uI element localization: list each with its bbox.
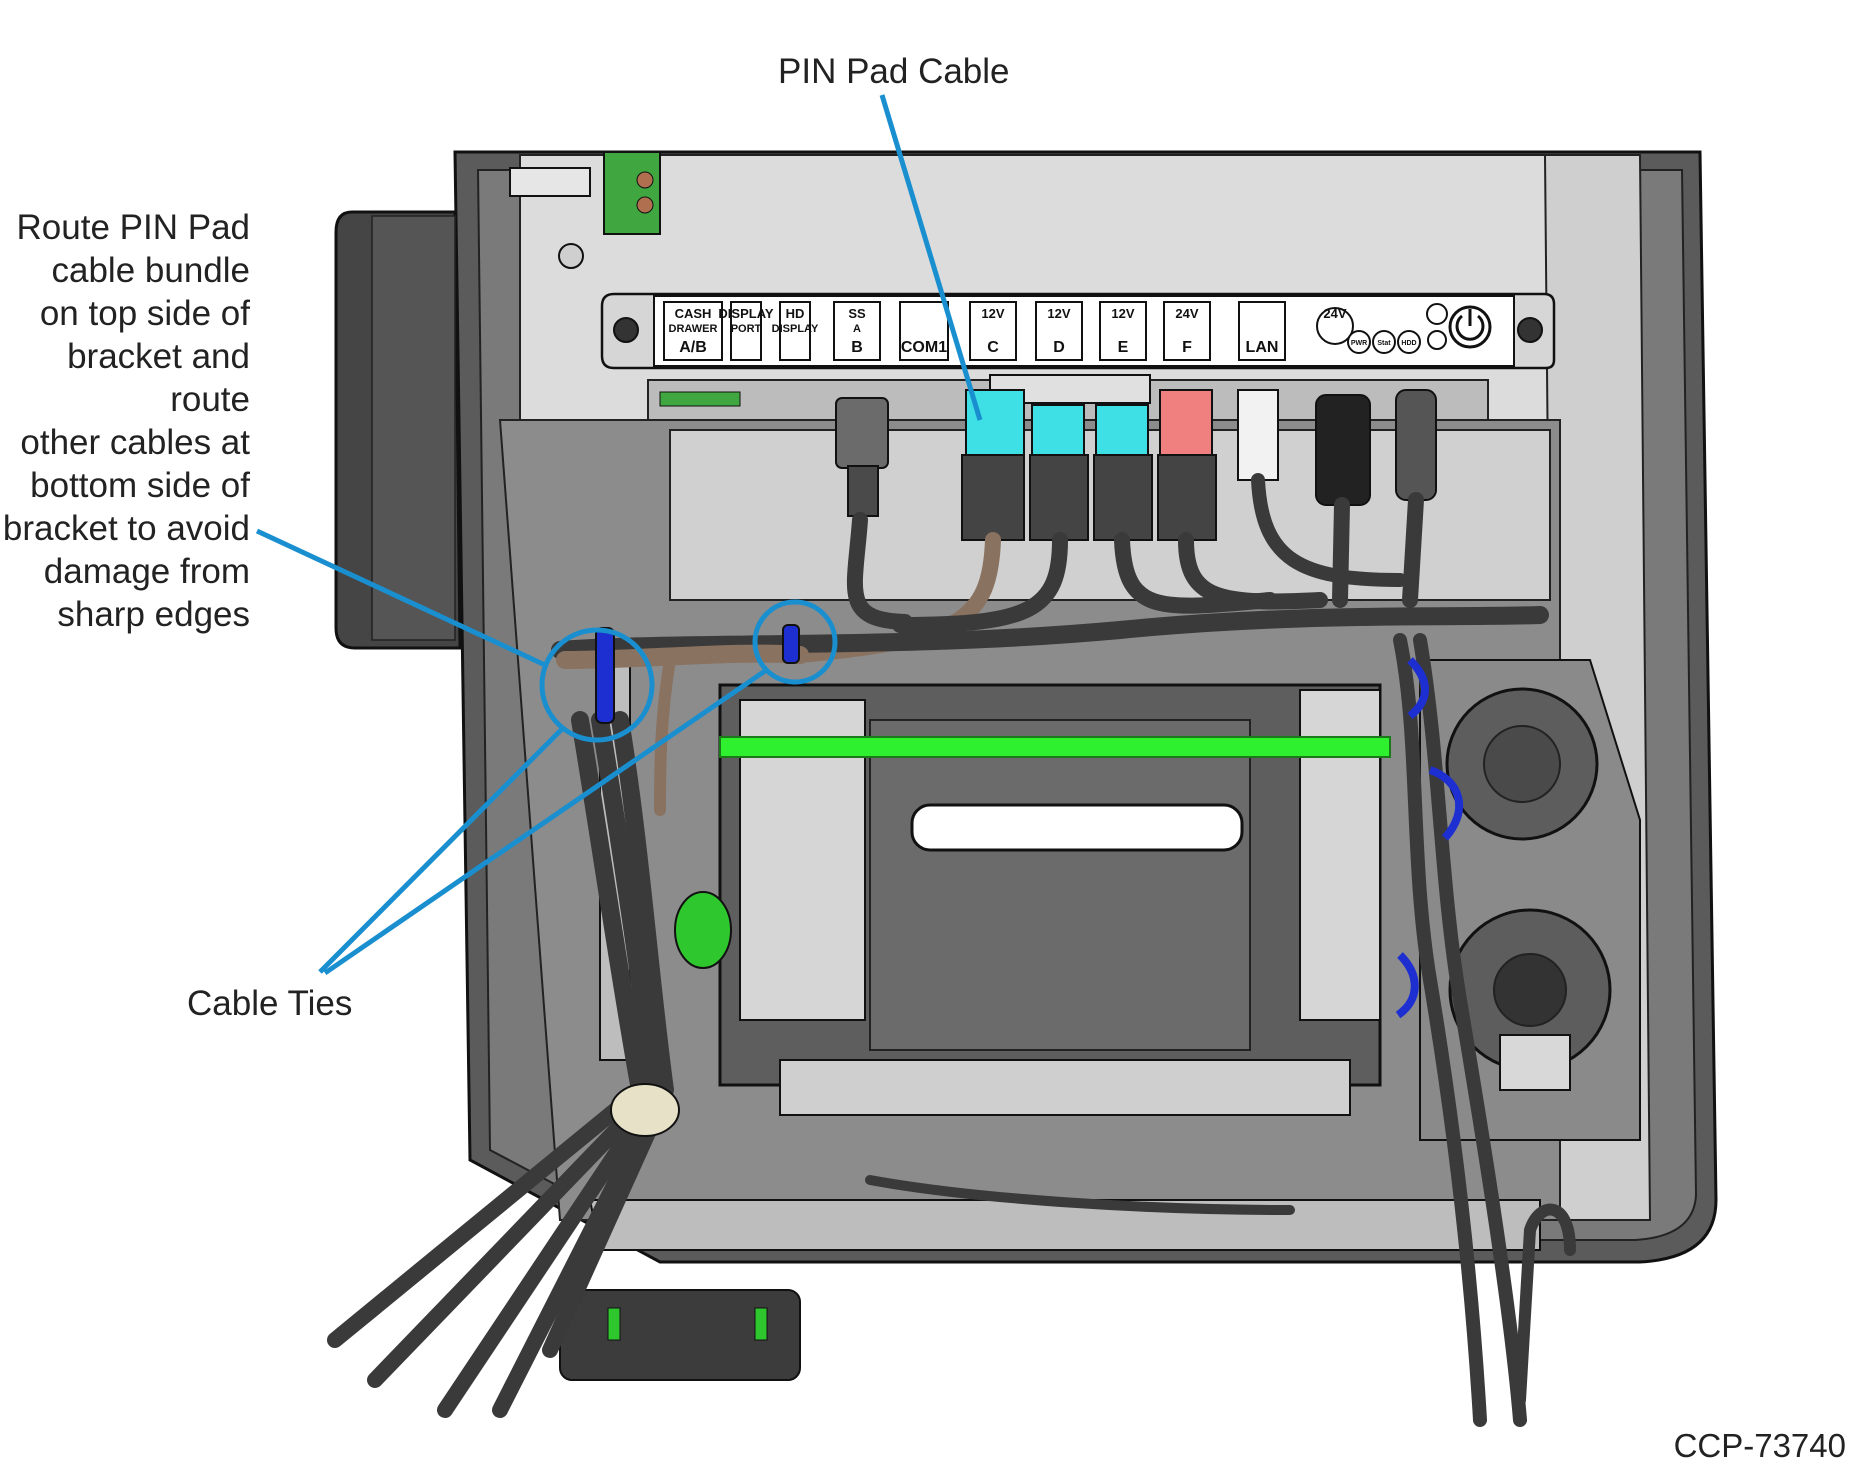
usb-d-connector [1093, 404, 1153, 541]
port-text-bottom: F [1182, 339, 1192, 356]
port-text-mid: DISPLAY [772, 323, 819, 335]
ties-leader-line-2 [323, 668, 767, 976]
port-label-9: LAN [1238, 301, 1286, 361]
ties-leader-line-1 [318, 726, 565, 974]
green-rod [719, 736, 1391, 758]
indicator-label: Stat [1377, 340, 1391, 347]
pin-pad-leader-line [879, 94, 983, 421]
port-text-bottom: A/B [679, 339, 707, 356]
indicator-label: PWR [1351, 340, 1367, 347]
route-instruction-label: Route PIN Pad cable bundle on top side o… [2, 208, 250, 634]
usb-c-connector [1029, 404, 1089, 541]
route-leader-line [255, 528, 547, 668]
port-label-6: 12V D [1035, 301, 1083, 361]
indicator-light [1347, 330, 1371, 354]
port-label-5: 12V C [969, 301, 1017, 361]
port-text-top: 24V [1323, 306, 1346, 321]
port-text-mid: A [853, 323, 861, 335]
port-label-8: 24V F [1163, 301, 1211, 361]
cable-tie [1395, 657, 1464, 1019]
pin-pad-cable-label: PIN Pad Cable [778, 52, 1010, 91]
port-labels: CASH DRAWER A/B DISPLAY PORT HD DISPLAY SS AB COM… [663, 301, 1354, 361]
port-text-top: 12V [1111, 306, 1134, 321]
port-label-0: CASH DRAWER A/B [663, 301, 723, 361]
port-label-3: SS AB [833, 301, 881, 361]
indicator-light [1397, 330, 1421, 354]
port-text-bottom: C [987, 339, 999, 356]
port-text-top: HD [786, 306, 805, 321]
port-label-1: DISPLAY PORT [718, 301, 774, 361]
indicator-label: HDD [1401, 340, 1416, 347]
figure-reference: CCP-73740 [1673, 1427, 1846, 1464]
bottom-rail [559, 1199, 1541, 1381]
cable-tie-highlight-circle [539, 627, 655, 743]
port-text-mid: DRAWER [669, 323, 718, 335]
port-text-mid: PORT [731, 323, 762, 335]
cup-holder [1419, 659, 1641, 1141]
cable-bundle [327, 473, 1576, 1427]
cable-tie [782, 624, 800, 664]
circuit-board [509, 151, 661, 269]
grommet [610, 1083, 680, 1137]
cable-tie [595, 627, 615, 724]
port-label-4: COM1 [899, 301, 949, 361]
cable-ties-label: Cable Ties [187, 984, 353, 1023]
port-text-bottom: LAN [1246, 339, 1279, 356]
lan-connector [1237, 389, 1279, 481]
port-text-top: DISPLAY [718, 306, 773, 321]
side-module [334, 210, 462, 650]
usb-connector [835, 397, 889, 517]
port-text-bottom: B [851, 339, 863, 356]
port-text-top: SS [848, 306, 866, 321]
indicator-light [1372, 330, 1396, 354]
port-text-bottom: D [1053, 339, 1065, 356]
status-indicators: PWR Stat HDD [1347, 330, 1421, 354]
port-label-10: 24V [1316, 306, 1354, 345]
port-text-top: CASH [675, 306, 712, 321]
port-label-2: HD DISPLAY [772, 301, 819, 361]
port-text-top: 12V [981, 306, 1004, 321]
usb-f-connector [1157, 389, 1217, 541]
pin-pad-connector [961, 389, 1025, 541]
cable-tie-highlight-circle [752, 599, 838, 685]
power-button-icon [1426, 303, 1492, 350]
port-text-top: 12V [1047, 306, 1070, 321]
port-text-bottom: COM1 [901, 339, 947, 356]
port-text-top: 24V [1175, 306, 1198, 321]
leader-lines [255, 94, 983, 976]
port-text-bottom: E [1118, 339, 1129, 356]
port-label-7: 12V E [1099, 301, 1147, 361]
